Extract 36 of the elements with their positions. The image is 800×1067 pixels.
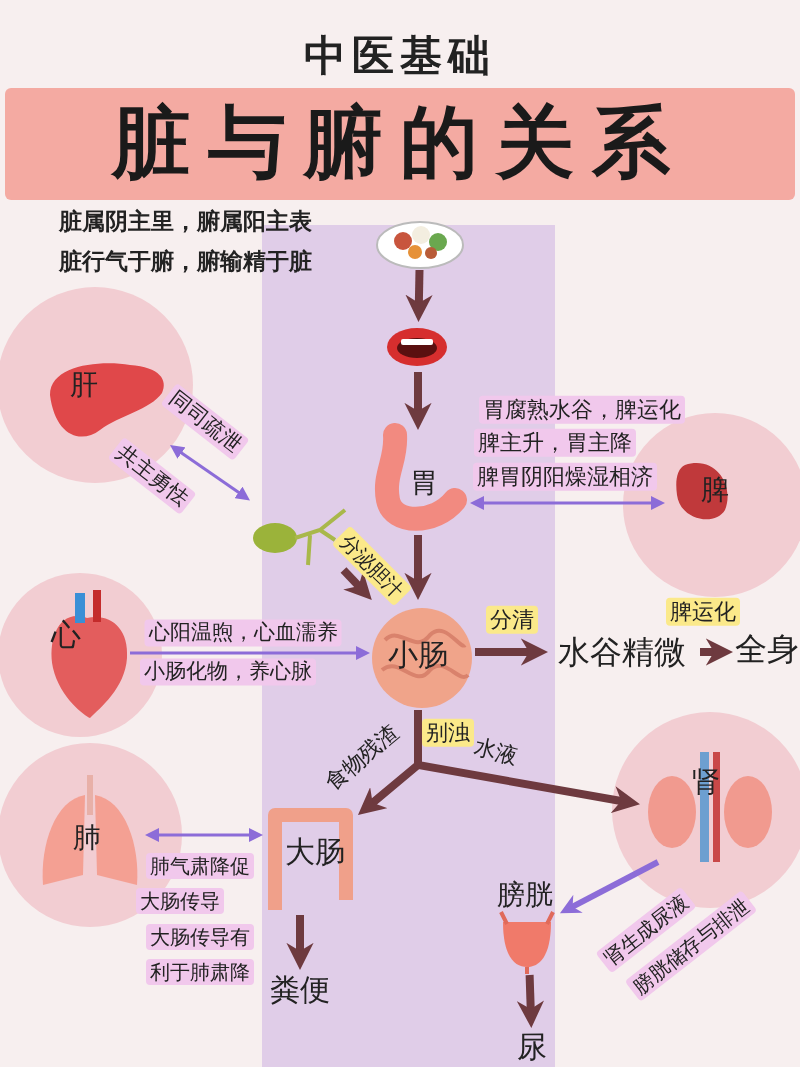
note-label: 利于肺肃降 <box>146 959 254 985</box>
arrow <box>340 567 372 600</box>
note-label: 大肠传导有 <box>146 924 254 950</box>
organ-label: 脾 <box>701 475 729 506</box>
organ-label: 肺 <box>73 823 101 854</box>
note-label: 脾主升，胃主降 <box>474 428 636 458</box>
arrow <box>559 859 660 914</box>
note-label: 小肠化物，养心脉 <box>140 658 316 686</box>
node-label: 全身 <box>733 630 798 670</box>
note-label: 大肠传导 <box>136 888 224 914</box>
arrow <box>170 445 250 501</box>
note-label: 心阳温煦，心血濡养 <box>144 619 342 647</box>
subtitle-text: 脏行气于腑，腑输精于脏 <box>57 247 313 277</box>
note-label: 脾胃阴阳燥湿相济 <box>473 462 657 492</box>
arrow <box>405 269 433 322</box>
organ-label: 大肠 <box>285 835 345 868</box>
edge-label: 脾运化 <box>666 597 740 627</box>
arrow <box>516 974 545 1028</box>
note-label: 胃腐熟水谷，脾运化 <box>479 395 685 425</box>
organ-label: 肝 <box>70 370 98 401</box>
organ-label: 膀胱 <box>497 880 553 911</box>
node-label: 尿 <box>512 1028 552 1066</box>
organ-label: 小肠 <box>388 638 448 671</box>
arrow <box>470 496 665 510</box>
organ-label: 胃 <box>410 468 438 499</box>
title-band <box>5 88 795 200</box>
arrow <box>145 828 263 842</box>
arrow <box>130 646 370 660</box>
heading-text: 脏与腑的关系 <box>110 100 689 186</box>
title: 中医基础 <box>303 30 497 82</box>
edge-label: 分清 <box>486 605 538 635</box>
node-label: 水谷精微 <box>548 632 700 674</box>
node-label: 粪便 <box>268 970 338 1010</box>
note-label: 肺气肃降促 <box>146 853 254 879</box>
note-label: 别浊 <box>422 718 474 748</box>
subtitle-text: 脏属阴主里，腑属阳主表 <box>57 207 313 237</box>
